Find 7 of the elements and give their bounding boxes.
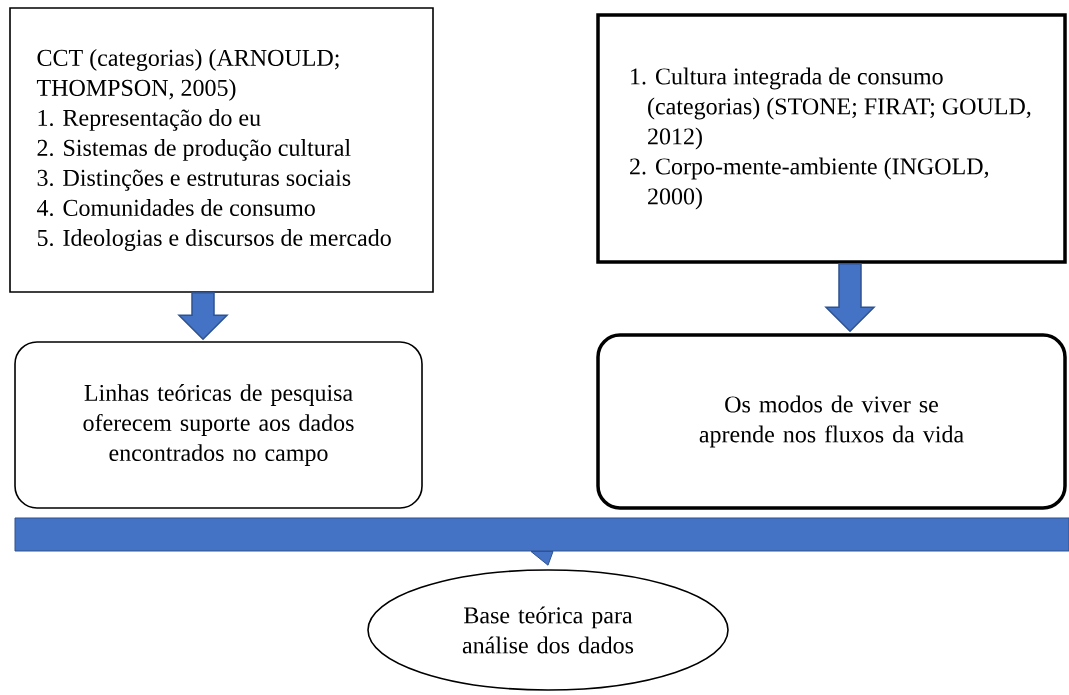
rounded-box: Linhas teóricas de pesquisa oferecem suporte aos dados encontrados no campo <box>14 341 423 509</box>
block-arrow <box>177 292 229 341</box>
callout-pointer <box>530 551 554 566</box>
block-arrow <box>824 263 876 333</box>
rounded-box: Os modos de viver se aprende nos fluxos da vida <box>596 333 1067 510</box>
text-box: CCT (categorias) (ARNOULD; THOMPSON, 2005) 1. Representação do eu 2. Sistemas de produção cultural 3. Distinções e estruturas sociais 4. Comunidades de consumo 5. Ideologias e discursos de mercado <box>9 7 434 293</box>
text-box: 1. Cultura integrada de consumo (categorias) (STONE; FIRAT; GOULD, 2012) 2. Corpo-mente-ambiente (INGOLD, 2000) <box>596 13 1067 264</box>
